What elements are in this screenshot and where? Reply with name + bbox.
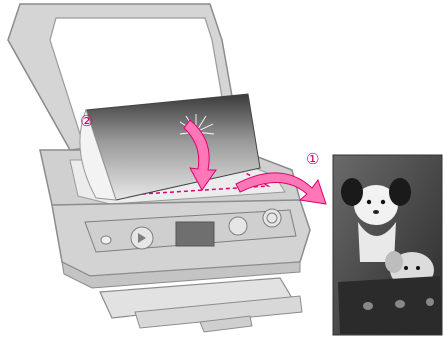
start-button [263,209,281,227]
control-dial [229,217,247,235]
lcd-screen [176,222,214,246]
power-button [101,236,111,244]
step-marker-1: ① [306,150,319,168]
photo-dogs [333,155,442,335]
step-marker-2: ② [80,112,93,130]
printer-body [52,200,310,332]
